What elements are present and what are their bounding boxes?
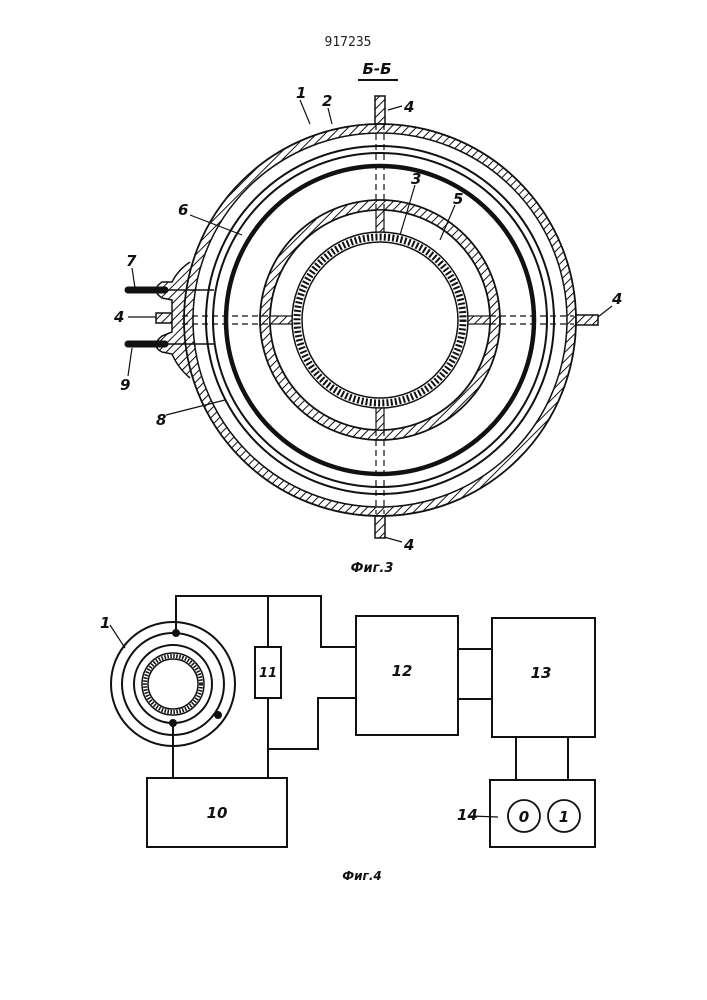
label-indicator-0: 0: [519, 808, 529, 826]
tab-right: [574, 315, 598, 325]
label-1: 1: [296, 84, 306, 102]
label-4-right: 4: [611, 290, 622, 308]
label-indicator-1: 1: [559, 808, 569, 826]
label-3: 3: [411, 170, 421, 188]
label-4-left: 4: [113, 308, 124, 326]
label-5: 5: [453, 190, 463, 208]
section-label: Б-Б: [362, 60, 391, 78]
label-12: 12: [392, 662, 413, 680]
label-sensor-1: 1: [100, 614, 110, 632]
label-14: 14: [457, 806, 478, 824]
label-6: 6: [178, 201, 188, 219]
label-2: 2: [322, 92, 332, 110]
gear-ring: [292, 232, 468, 408]
label-7: 7: [126, 252, 137, 270]
label-4-bottom: 4: [403, 536, 414, 554]
label-11: 11: [259, 666, 277, 681]
tab-bottom: [375, 514, 385, 538]
label-10: 10: [207, 804, 228, 822]
label-4-top: 4: [403, 98, 414, 116]
fig4-caption: Фиг.4: [342, 869, 382, 883]
tab-top: [375, 96, 385, 124]
fig3-cross-section: [128, 96, 612, 542]
label-9: 9: [120, 376, 130, 394]
patent-number: 917235: [325, 35, 372, 50]
label-13: 13: [531, 664, 552, 682]
label-8: 8: [156, 411, 166, 429]
fig3-caption: Фиг.3: [351, 561, 394, 576]
